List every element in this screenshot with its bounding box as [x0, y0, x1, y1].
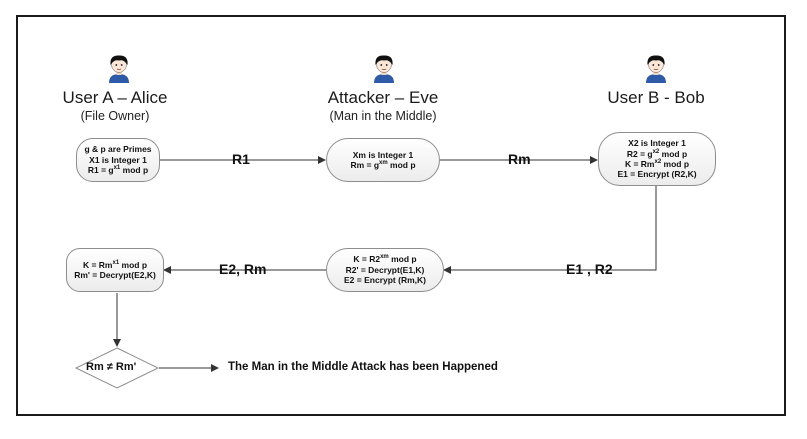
node-line: R2 = gx2 mod p	[626, 148, 688, 159]
bob-setup-node: X2 is Integer 1 R2 = gx2 mod p K = Rmx2 …	[598, 132, 716, 186]
person-icon	[374, 55, 394, 83]
person-icon	[646, 55, 666, 83]
edge-label-r1: R1	[232, 151, 250, 167]
edge-label-e1-r2: E1 , R2	[566, 261, 613, 277]
decision-label: Rm ≠ Rm'	[86, 361, 137, 373]
person-icon	[109, 55, 129, 83]
actor-role-alice: (File Owner)	[80, 109, 150, 123]
node-line: K = R2xm mod p	[353, 254, 417, 265]
edge-label-rm: Rm	[508, 151, 531, 167]
arrow-bob-to-eve	[443, 185, 657, 274]
node-line: Xm is Integer 1	[352, 149, 414, 160]
node-line: R1 = gx1 mod p	[87, 165, 149, 176]
node-line: X1 is Integer 1	[89, 154, 147, 165]
node-line: E1 = Encrypt (R2,K)	[617, 169, 697, 180]
node-line: Rm = gxm mod p	[350, 160, 416, 170]
actor-role-eve: (Man in the Middle)	[329, 109, 437, 123]
alice-setup-node: g & p are Primes X1 is Integer 1 R1 = gx…	[76, 138, 160, 182]
actor-name-alice: User A – Alice	[62, 88, 168, 107]
node-line: g & p are Primes	[84, 144, 152, 155]
alice-final-node: K = Rmx1 mod p Rm' = Decrypt(E2,K)	[66, 248, 164, 292]
decision-diamond-shape	[74, 347, 160, 389]
node-line: X2 is Integer 1	[628, 138, 686, 149]
eve-setup-node: Xm is Integer 1 Rm = gxm mod p	[326, 138, 440, 182]
result-text: The Man in the Middle Attack has been Ha…	[228, 361, 498, 373]
node-line: Rm' = Decrypt(E2,K)	[74, 270, 156, 280]
actor-name-bob: User B - Bob	[607, 88, 705, 107]
node-line: R2' = Decrypt(E1,K)	[345, 264, 425, 275]
node-line: E2 = Encrypt (Rm,K)	[344, 275, 426, 286]
node-line: K = Rmx2 mod p	[624, 159, 690, 169]
node-line: K = Rmx1 mod p	[82, 259, 148, 270]
edge-label-e2-rm: E2, Rm	[219, 261, 267, 277]
diagram-frame	[16, 15, 786, 416]
actor-name-eve: Attacker – Eve	[327, 88, 439, 107]
eve-relay-node: K = R2xm mod p R2' = Decrypt(E1,K) E2 = …	[326, 248, 444, 292]
